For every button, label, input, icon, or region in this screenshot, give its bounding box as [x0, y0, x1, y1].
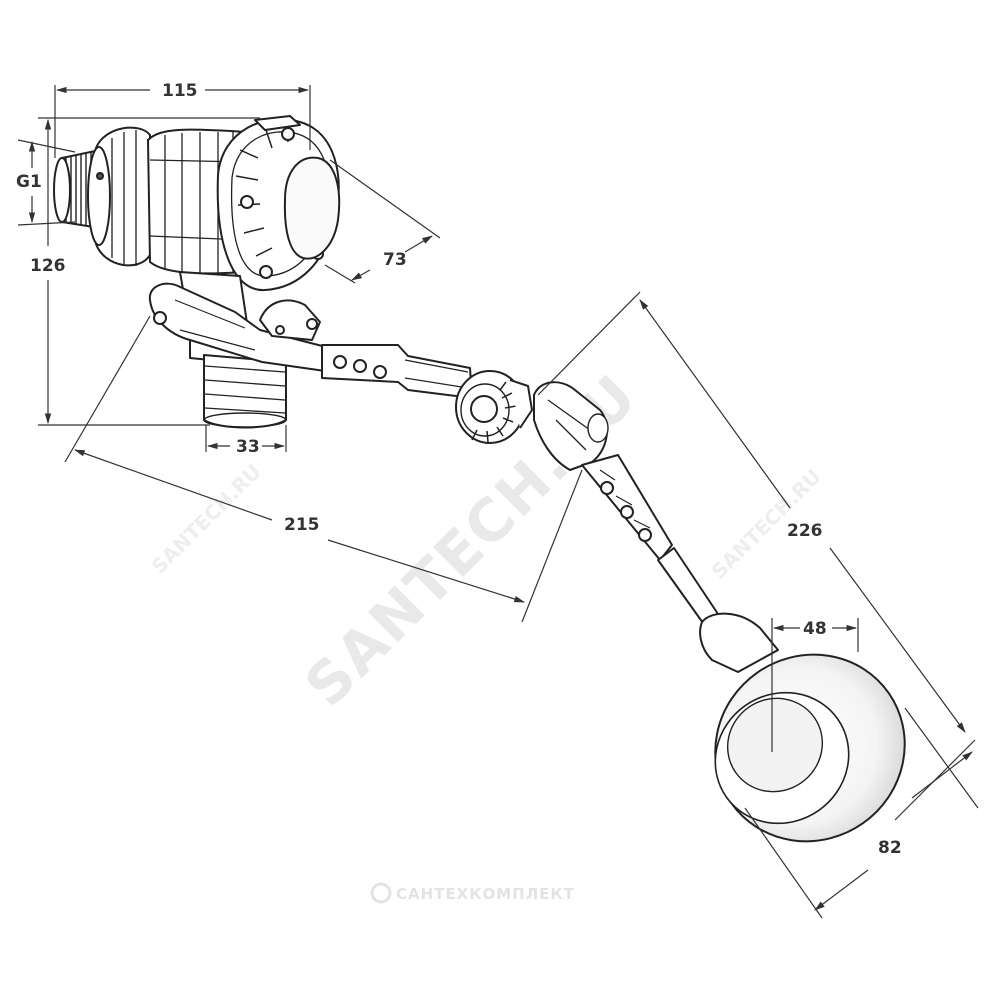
dim-label-115: 115 [162, 81, 198, 101]
dim-label-73: 73 [383, 250, 407, 270]
dim-label-215: 215 [284, 515, 320, 535]
adjust-rod [321, 344, 473, 399]
watermark-small-left: SANTECH.RU [147, 459, 266, 578]
dim-label-33: 33 [236, 437, 260, 457]
watermark-brand-text: САНТЕХКОМПЛЕКТ [396, 885, 575, 903]
float-knuckle [533, 381, 609, 471]
lever-arm [148, 282, 333, 373]
hose-barb [203, 354, 287, 429]
hinge-dial [455, 370, 533, 444]
dim-82-line [815, 752, 972, 910]
dim-126-extension [38, 117, 260, 426]
dim-label-82: 82 [878, 838, 902, 858]
dim-73-line [352, 236, 432, 280]
cap-dome [283, 156, 341, 260]
inlet-nut [87, 126, 151, 267]
dim-label-g1: G1 [16, 172, 42, 192]
dim-226-line [640, 300, 965, 732]
dim-215-line [75, 450, 524, 602]
dimension-labels: 115 G1 126 73 33 215 226 48 82 [16, 81, 902, 858]
float-collar [699, 612, 779, 673]
float-stem [581, 454, 723, 631]
dimension-lines [17, 85, 978, 918]
dim-label-48: 48 [803, 619, 827, 639]
dim-label-226: 226 [787, 521, 823, 541]
dim-label-126: 126 [30, 256, 66, 276]
watermark-brand: САНТЕХКОМПЛЕКТ [370, 882, 575, 904]
